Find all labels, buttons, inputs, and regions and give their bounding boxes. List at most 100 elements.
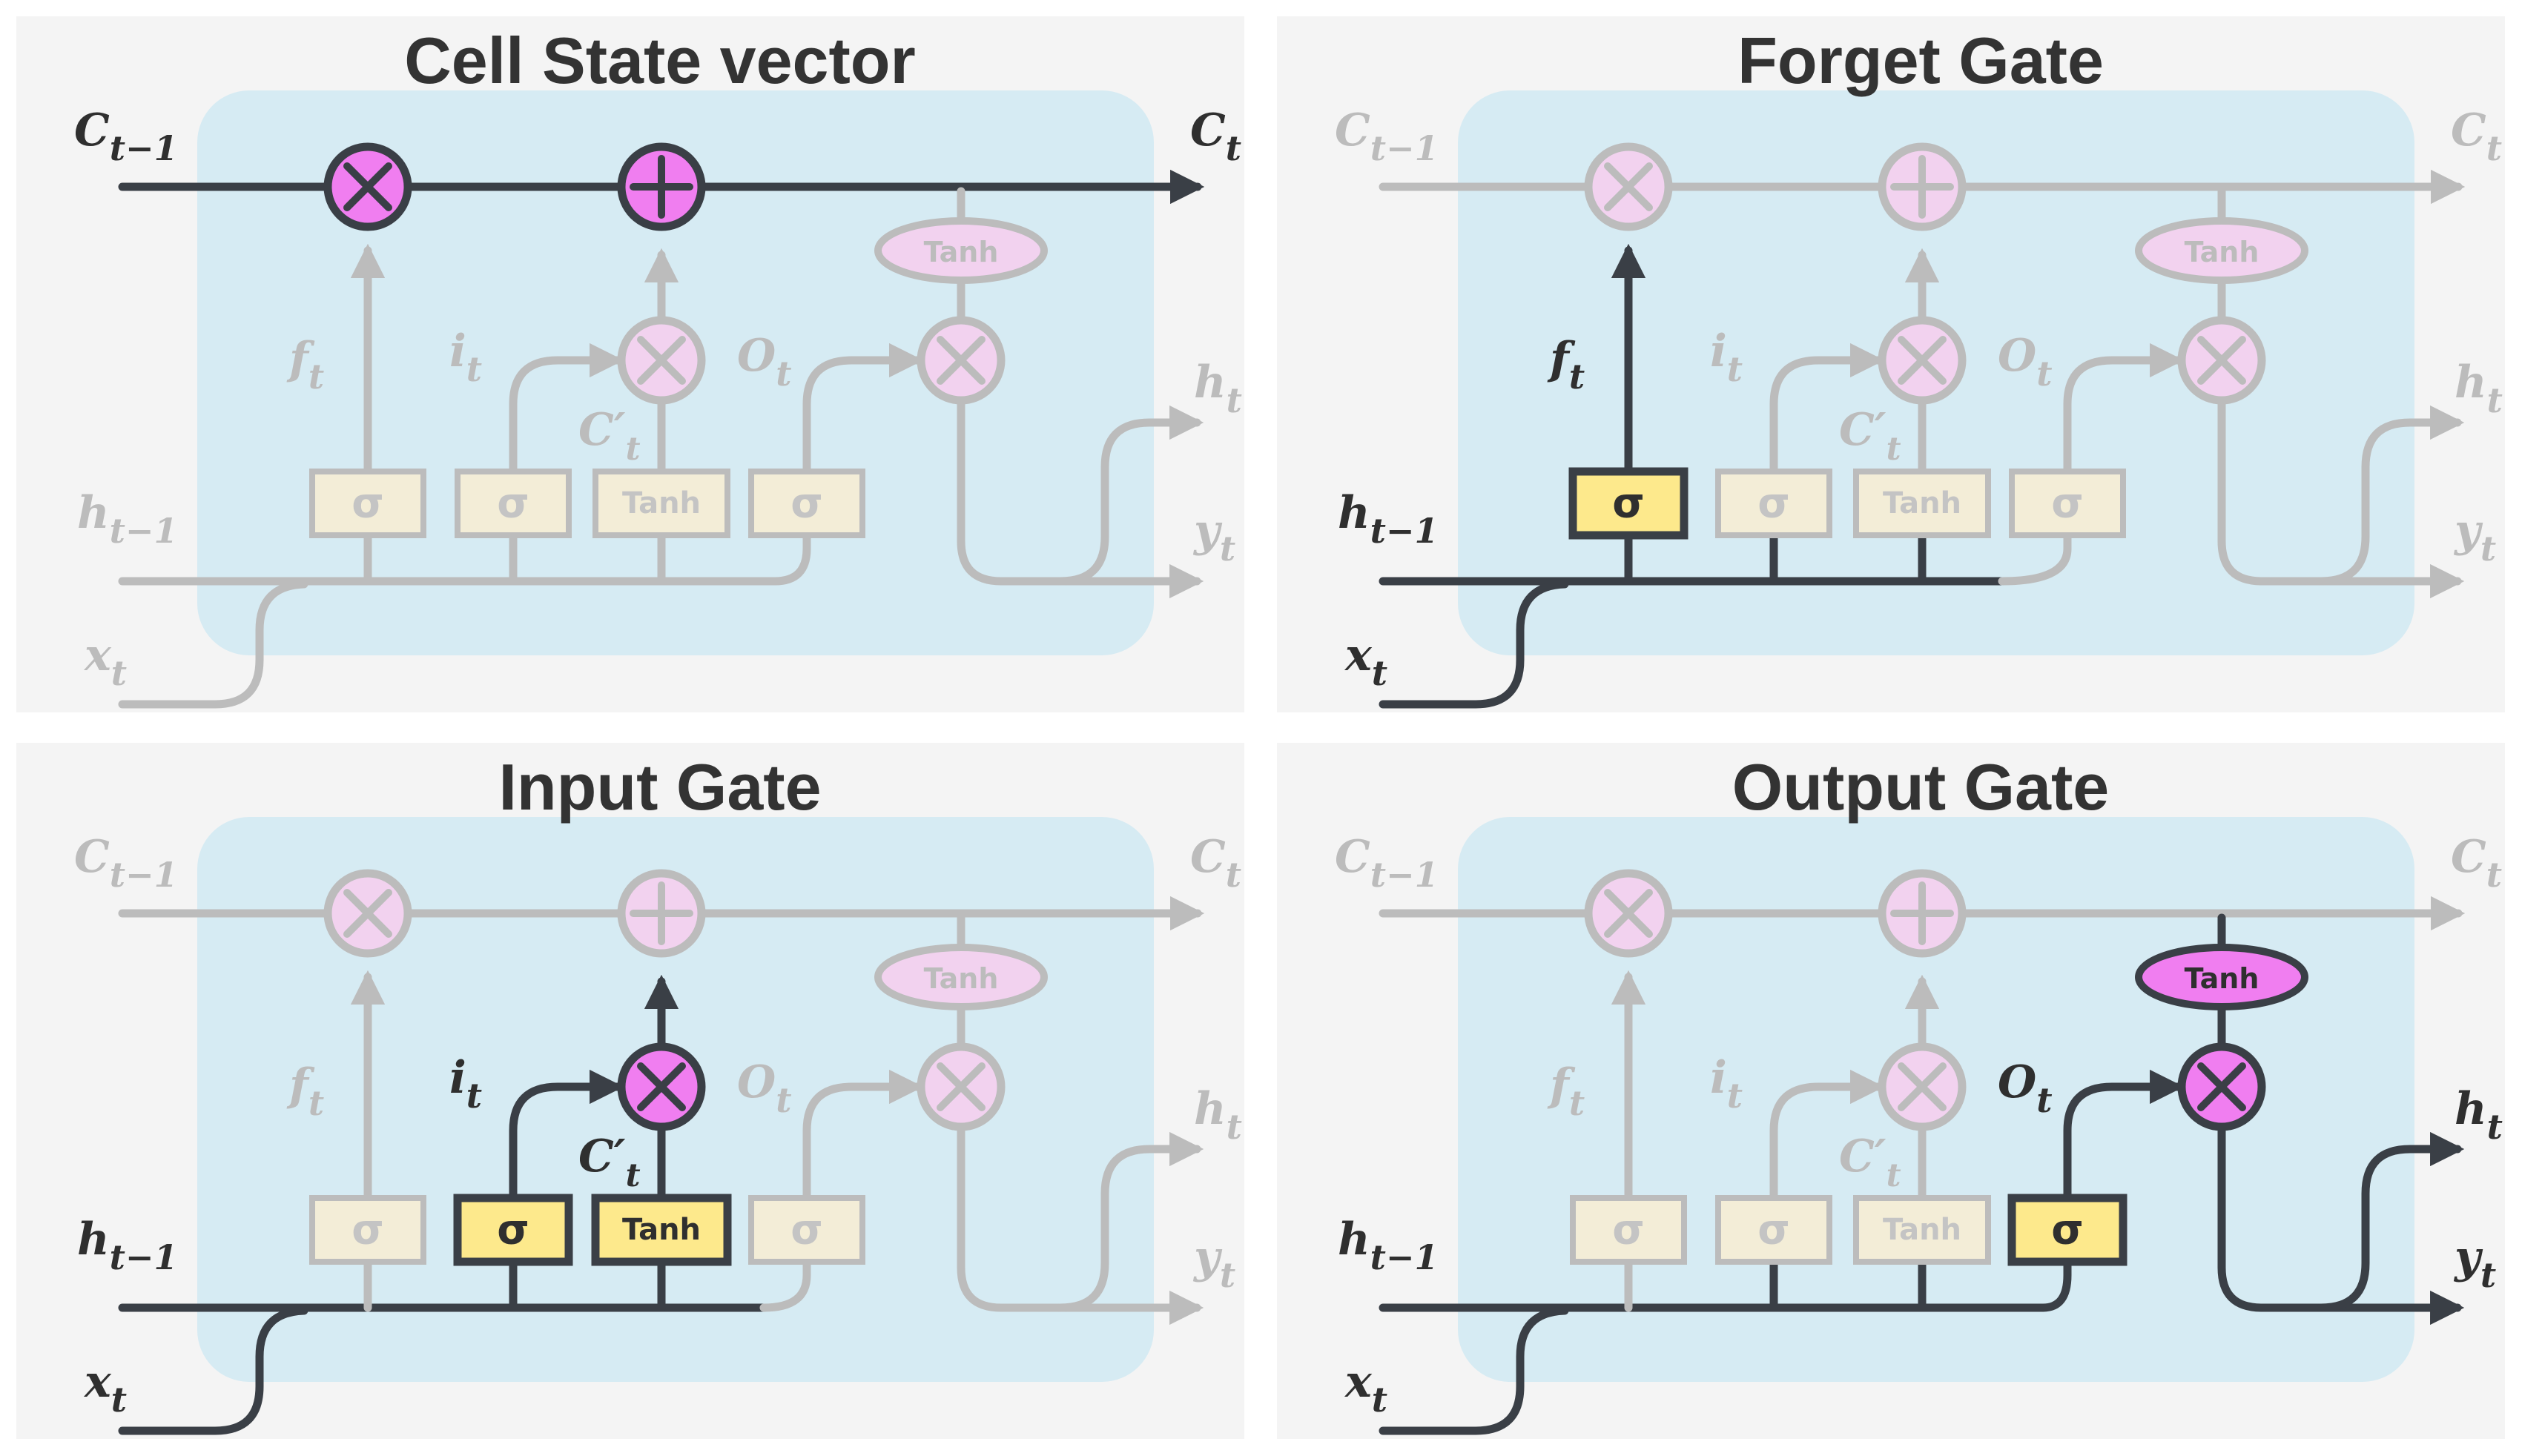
label-h-t: ht (2455, 357, 2503, 420)
svg-text:Tanh: Tanh (622, 486, 701, 520)
candidate-tanh-gate: Tanh (1853, 1195, 1991, 1265)
svg-text:σ: σ (351, 480, 384, 528)
label-y-t: yt (1192, 1231, 1235, 1295)
forget-sigma-gate: σ (309, 1195, 426, 1265)
svg-text:σ: σ (790, 480, 823, 528)
label-y-t: yt (2453, 1231, 2496, 1295)
output-sigma-gate: σ (748, 1195, 865, 1265)
label-i-t: it (1710, 325, 1743, 389)
output-multiply-operator (2177, 316, 2266, 405)
forget-multiply-operator (1584, 869, 1673, 958)
output-signal-path (2063, 1069, 2185, 1202)
svg-text:σ: σ (790, 1206, 823, 1254)
label-f-t: ft (286, 333, 324, 397)
h-output-path (2317, 1131, 2465, 1312)
bus-to-output-gate (1998, 514, 2072, 586)
label-h-prev: ht−1 (1338, 1214, 1439, 1277)
x-input-path (118, 580, 308, 709)
forget-multiply-operator (323, 142, 412, 231)
svg-text:Tanh: Tanh (1883, 486, 1961, 520)
label-c-t: Ct (1190, 105, 1241, 168)
label-c-candidate: C′t (1839, 404, 1901, 468)
svg-text:Tanh: Tanh (622, 1213, 701, 1247)
svg-text:Tanh: Tanh (1883, 1213, 1961, 1247)
candidate-tanh-gate: Tanh (592, 469, 730, 538)
output-signal-path (802, 343, 924, 476)
label-i-t: it (449, 1052, 482, 1116)
label-h-t: ht (1194, 1083, 1242, 1147)
svg-text:Tanh: Tanh (924, 236, 999, 268)
panel-title: Forget Gate (1737, 24, 2104, 97)
label-c-candidate: C′t (578, 1131, 641, 1194)
label-o-t: Ot (1998, 330, 2053, 394)
input-sigma-gate: σ (1715, 1195, 1832, 1265)
label-h-t: ht (2455, 1083, 2503, 1147)
output-tanh-node: Tanh (2135, 217, 2308, 284)
panel-title: Cell State vector (404, 24, 916, 97)
forget-sigma-gate: σ (1568, 467, 1689, 540)
label-c-prev: Ct−1 (1335, 105, 1439, 168)
output-multiply-operator (2177, 1042, 2266, 1131)
y-output-path (2217, 1122, 2465, 1326)
cell-add-operator (1878, 869, 1967, 958)
output-signal-path (2063, 343, 2185, 476)
svg-text:σ: σ (2051, 480, 2084, 528)
cell-add-operator (617, 869, 706, 958)
forget-sigma-gate: σ (1570, 1195, 1687, 1265)
label-c-t: Ct (1190, 831, 1241, 895)
input-multiply-operator (1878, 1042, 1967, 1131)
h-output-path (1056, 405, 1204, 586)
output-multiply-operator (917, 316, 1006, 405)
x-input-path (1379, 580, 1569, 709)
label-x-t: xt (1344, 629, 1387, 693)
label-h-prev: ht−1 (77, 1214, 178, 1277)
output-tanh-node: Tanh (874, 217, 1048, 284)
candidate-tanh-gate: Tanh (591, 1194, 732, 1266)
label-c-prev: Ct−1 (74, 831, 178, 895)
output-sigma-gate: σ (748, 469, 865, 538)
output-tanh-node: Tanh (874, 944, 1048, 1010)
bus-to-output-gate (770, 514, 811, 586)
input-signal-path (509, 343, 624, 476)
label-o-t: Ot (737, 1056, 792, 1120)
label-o-t: Ot (737, 330, 792, 394)
forget-multiply-operator (323, 869, 412, 958)
output-tanh-node: Tanh (2135, 944, 2308, 1010)
svg-text:Tanh: Tanh (2185, 236, 2259, 268)
label-f-t: ft (1547, 333, 1585, 397)
svg-text:σ: σ (497, 480, 529, 528)
output-sigma-gate: σ (2009, 469, 2126, 538)
input-signal-path (509, 1069, 624, 1202)
forget-sigma-gate: σ (309, 469, 426, 538)
label-c-prev: Ct−1 (74, 105, 178, 168)
bus-to-output-gate (759, 1241, 811, 1312)
input-multiply-operator (1878, 316, 1967, 405)
h-output-path (1056, 1131, 1204, 1312)
label-h-t: ht (1194, 357, 1242, 420)
input-multiply-operator (617, 1042, 706, 1131)
svg-text:σ: σ (497, 1206, 529, 1254)
input-multiply-operator (617, 316, 706, 405)
label-c-candidate: C′t (1839, 1131, 1901, 1194)
label-c-prev: Ct−1 (1335, 831, 1439, 895)
svg-text:Tanh: Tanh (924, 962, 999, 995)
output-signal-path (802, 1069, 924, 1202)
svg-text:σ: σ (1612, 1206, 1645, 1254)
panel-title: Output Gate (1732, 750, 2109, 824)
y-output-path (957, 1122, 1204, 1326)
label-c-t: Ct (2451, 105, 2502, 168)
label-h-prev: ht−1 (1338, 487, 1439, 551)
label-x-t: xt (83, 629, 127, 693)
label-y-t: yt (2453, 505, 2496, 569)
svg-text:Tanh: Tanh (2185, 962, 2259, 995)
svg-text:σ: σ (1612, 480, 1645, 528)
x-input-path (1379, 1306, 1569, 1435)
label-o-t: Ot (1998, 1056, 2053, 1120)
output-sigma-gate: σ (2007, 1194, 2127, 1266)
label-f-t: ft (1547, 1059, 1585, 1123)
